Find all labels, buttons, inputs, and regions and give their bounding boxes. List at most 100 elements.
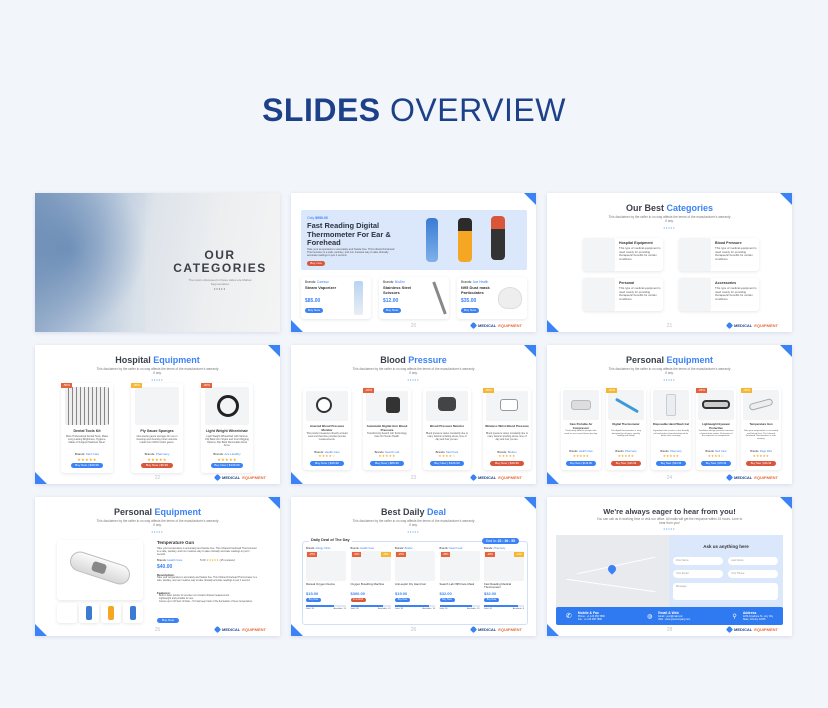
buy-now-button[interactable]: Buy Now <box>306 598 321 602</box>
category-card[interactable]: Blood Pressure This type of medical equi… <box>679 238 759 271</box>
product-card[interactable]: Disposable Hand Wash Gel Ingredient that… <box>651 388 691 470</box>
page-title-light: OVERVIEW <box>390 92 566 128</box>
buy-now-button[interactable]: Buy Now <box>395 598 410 602</box>
map[interactable] <box>556 535 669 610</box>
buy-now-button[interactable]: Buy Now | $19.99 <box>611 461 641 466</box>
thumbnail[interactable] <box>101 603 121 623</box>
thumbnail[interactable] <box>79 603 99 623</box>
deal-product-card[interactable]: Brands: BioZen -25% Anti-septic Dry Hand… <box>395 547 435 610</box>
rating-stars: ★★★★★ <box>498 454 516 458</box>
category-card[interactable]: Personal This type of medical equipment … <box>583 278 663 311</box>
buy-now-button[interactable]: Buy Now <box>305 308 323 313</box>
product-brand: Health Care <box>578 450 593 453</box>
deal-product-card[interactable]: Brands: Allergy Clinic -25% Manual Oxyge… <box>306 547 346 610</box>
slide-subtitle: This disclaimer by the seller in no way … <box>608 215 731 223</box>
reviews-count: (15 reviews) <box>219 558 235 562</box>
slide-product-detail[interactable]: Personal Equipment This disclaimer by th… <box>35 497 280 636</box>
rating-stars: ★★★★☆ <box>318 454 336 458</box>
first-name-field[interactable]: First Name <box>673 557 723 565</box>
product-card[interactable]: Brands: Ace Health N95 Dust mask Particu… <box>457 277 527 319</box>
form-title: Ask us anything here <box>703 544 749 549</box>
buy-now-button[interactable]: Buy Now | $79.99 <box>701 461 731 466</box>
buy-now-button[interactable]: Buy Now <box>461 308 479 313</box>
buy-now-button[interactable]: Buy Now | $119.99 <box>566 461 596 466</box>
slide-contact[interactable]: We're always eager to hear from you! You… <box>547 497 792 636</box>
product-card[interactable]: -20% Automatic Digital Arm Blood Pressur… <box>363 388 411 470</box>
deal-product-card[interactable]: Brands: Pharmacy -20% -10% Fast Reading … <box>484 547 524 610</box>
discount-badge: -50% <box>483 388 495 393</box>
slide-title: Blood Pressure <box>380 355 447 365</box>
phone-field[interactable]: Your Phone <box>728 570 778 578</box>
deal-product-card[interactable]: Brands: Health Care -30% -40% Oxygen Bre… <box>350 547 391 610</box>
product-name: Disposable Hand Wash Gel <box>652 422 690 426</box>
dots-divider: ••••• <box>407 377 420 382</box>
in-stock-button[interactable]: In a stock <box>350 598 366 602</box>
vaporizer-image <box>354 281 363 315</box>
product-brand: Health Care <box>324 450 340 454</box>
deal-product-card[interactable]: Brands: Search Lab -35% Search Lab N95 F… <box>439 547 480 610</box>
buy-now-button[interactable]: Buy Now <box>157 618 179 623</box>
slide-number: 24 <box>666 475 673 481</box>
slide-hospital-equipment[interactable]: Hospital Equipment This disclaimer by th… <box>35 345 280 484</box>
product-price: $85.00 <box>305 298 321 304</box>
last-name-field[interactable]: Last Name <box>728 557 778 565</box>
category-card[interactable]: Accessories This type of medical equipme… <box>679 278 759 311</box>
product-card[interactable]: -50% Dental Tools Kit More Professional … <box>61 383 113 473</box>
buy-now-button[interactable]: Buy Now | $49.99 <box>746 461 776 466</box>
buy-now-button[interactable]: Buy Now | $9.99 <box>141 463 173 468</box>
accessories-image <box>679 278 711 311</box>
page-title: SLIDES OVERVIEW <box>0 92 828 129</box>
corner-decoration <box>291 472 303 484</box>
buy-now-button[interactable]: Buy Now <box>383 308 401 313</box>
slide-title: Best Daily Deal <box>380 507 447 517</box>
product-card[interactable]: -40% Temperature Gun Take your temperatu… <box>741 388 781 470</box>
category-card[interactable]: Hospital Equipment This type of medical … <box>583 238 663 271</box>
slide-subtitle: This disclaimer by the seller in no way … <box>608 367 731 375</box>
thumbnail[interactable] <box>57 603 77 623</box>
product-card[interactable]: Blood Pressure Monitor Blood pressure va… <box>423 388 471 470</box>
hero-buy-button[interactable]: Buy now <box>307 261 325 266</box>
product-card[interactable]: -30% Light Weight Wheelchair Light Weigh… <box>201 383 253 473</box>
buy-now-button[interactable]: Buy Now | $49.99 <box>71 463 103 468</box>
message-field[interactable]: Message <box>673 583 778 600</box>
rating-stars: ★★★★★ <box>378 454 396 458</box>
corner-decoration <box>780 193 792 205</box>
buy-now-button[interactable]: Buy Now | $89.99 <box>370 461 404 466</box>
buy-now-button[interactable]: Buy Now | $129.99 <box>430 461 464 466</box>
buy-now-button[interactable]: Buy Now | $129.99 <box>211 463 243 468</box>
buy-now-button[interactable]: Buy Now <box>484 598 499 602</box>
slide-personal-equipment[interactable]: Personal Equipment This disclaimer by th… <box>547 345 792 484</box>
buy-now-button[interactable]: Buy Now | $49.99 <box>310 461 344 466</box>
buy-now-button[interactable]: Buy Now | $49.99 <box>490 461 524 466</box>
buy-now-button[interactable]: Buy Now <box>439 598 455 602</box>
product-card[interactable]: -30% Digital Thermometer The digital the… <box>606 388 646 470</box>
location-icon: ⚲ <box>732 613 737 620</box>
slide-best-categories[interactable]: Our Best Categories This disclaimer by t… <box>547 193 792 332</box>
category-desc: This type of medical equipment is used m… <box>715 286 757 301</box>
product-brand: Pharmacy <box>669 450 682 453</box>
product-card[interactable]: Brands: BioZen Stainless Steel Scissors … <box>379 277 449 319</box>
hand-wash-gel-image <box>653 390 689 420</box>
buy-now-button[interactable]: Buy Now | $34.99 <box>656 461 686 466</box>
category-desc: This type of medical equipment is used m… <box>619 246 661 261</box>
slide-cover[interactable]: OUR CATEGORIES The topics discussed in t… <box>35 193 280 332</box>
corner-decoration <box>268 497 280 509</box>
slide-blood-pressure[interactable]: Blood Pressure This disclaimer by the se… <box>291 345 536 484</box>
product-card[interactable]: -30% Ply Gauze Sponges Non-sterile gauze… <box>131 383 183 473</box>
goggles-image <box>698 390 734 420</box>
product-name: Dental Tools Kit <box>73 429 101 433</box>
corner-decoration <box>35 624 47 636</box>
slide-hero[interactable]: Only $950.00 Fast Reading Digital Thermo… <box>291 193 536 332</box>
rating-stars: ★★★★☆ <box>438 454 456 458</box>
digital-arm-monitor-image <box>366 391 408 421</box>
email-field[interactable]: Your Email <box>673 570 723 578</box>
thumbnail[interactable] <box>123 603 143 623</box>
product-card[interactable]: Aneroid Blood Pressure Monitor This prod… <box>303 388 351 470</box>
countdown-timer: End in: 22 : 36 : 55 <box>482 538 519 544</box>
product-card[interactable]: Care Portable Air Compressor Particularl… <box>561 388 601 470</box>
slide-best-daily-deal[interactable]: Best Daily Deal This disclaimer by the s… <box>291 497 536 636</box>
product-card[interactable]: -25% Lightweight Eyewear Protective Vent… <box>696 388 736 470</box>
product-card[interactable]: -50% Wireless Wrist Blood Pressure Blood… <box>483 388 531 470</box>
product-card[interactable]: Brands: Caresso Steam Vaporizer $85.00 B… <box>301 277 371 319</box>
